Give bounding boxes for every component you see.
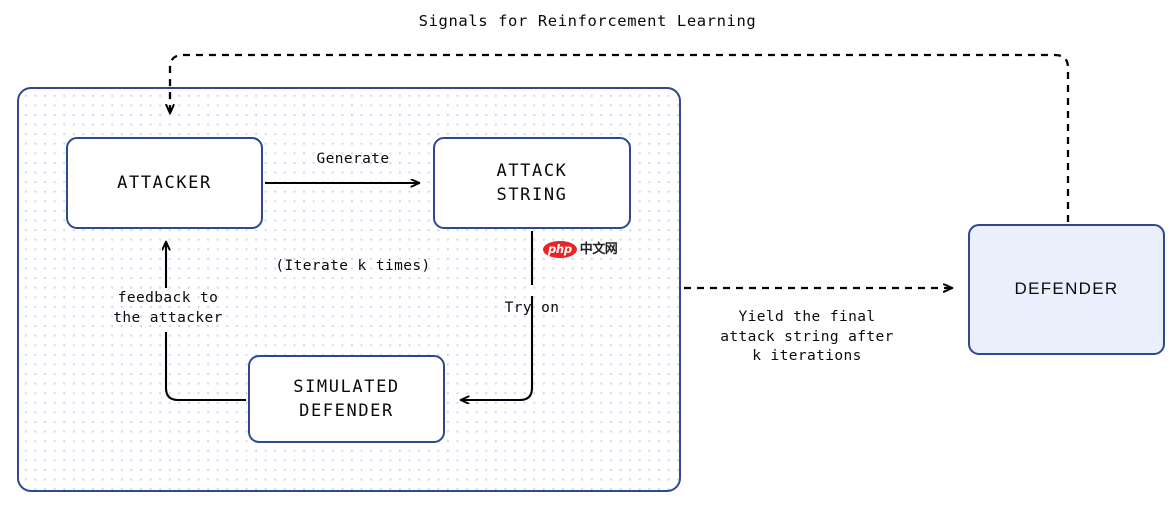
- php-logo-icon: php: [543, 241, 577, 258]
- watermark-chinese-text: 中文网: [579, 242, 618, 257]
- node-simulated-defender[interactable]: SIMULATED DEFENDER: [248, 355, 445, 443]
- loop-container-label: (Iterate k times): [275, 258, 431, 274]
- edge-label-try-on: Try on: [504, 300, 560, 316]
- edge-label-generate: Generate: [316, 151, 390, 167]
- diagram-title: Signals for Reinforcement Learning: [418, 12, 757, 30]
- php-watermark: php 中文网: [543, 241, 618, 258]
- node-attacker[interactable]: ATTACKER: [66, 137, 263, 229]
- node-attack-string[interactable]: ATTACK STRING: [433, 137, 631, 229]
- node-defender[interactable]: DEFENDER: [968, 224, 1165, 355]
- edge-label-yield: Yield the final attack string after k it…: [720, 309, 894, 365]
- edge-label-feedback: feedback to the attacker: [113, 290, 223, 326]
